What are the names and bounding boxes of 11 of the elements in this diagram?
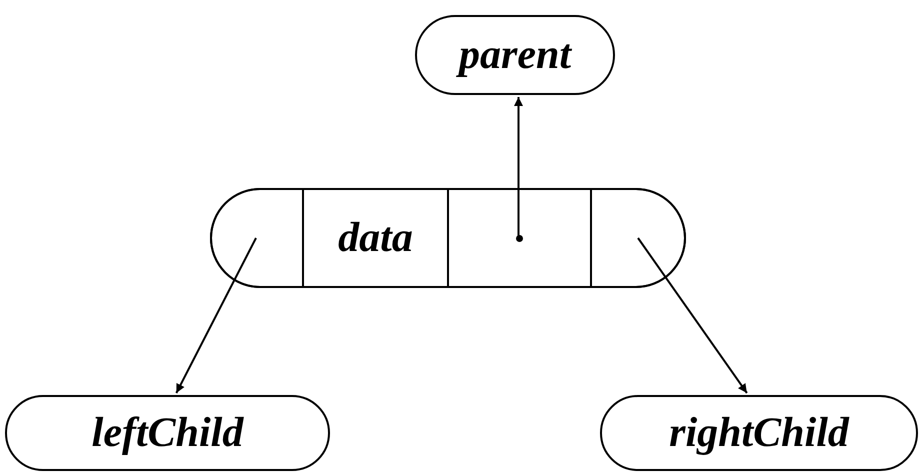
arrow [175,238,257,394]
node-label: data [338,214,413,262]
node-label: rightChild [669,409,849,457]
record-node [210,188,686,288]
rounded-node [5,395,330,471]
arrow [514,97,523,238]
rounded-node [600,395,918,471]
rounded-node [415,15,615,95]
arrow [637,237,748,394]
node-label: leftChild [92,409,244,457]
node-label: parent [458,31,571,79]
